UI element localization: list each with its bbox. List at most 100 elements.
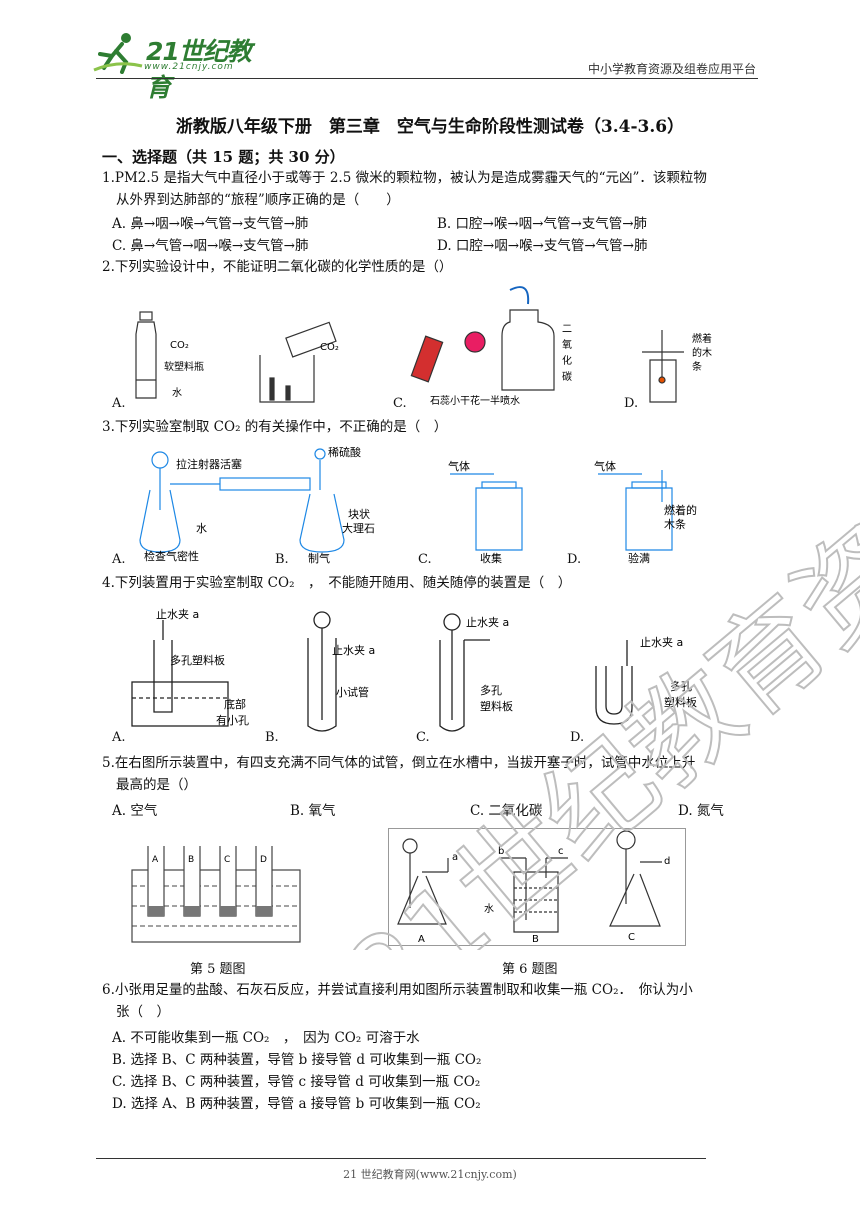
- q5-option-b[interactable]: B. 氧气: [290, 803, 336, 819]
- q3-fig-d-label-0: 气体: [594, 459, 616, 473]
- q3-fig-a-label-0: 拉注射器活塞: [176, 457, 242, 471]
- q3-fig-b-label-0: 稀硫酸: [328, 445, 361, 459]
- q1-option-b[interactable]: B. 口腔→喉→咽→气管→支气管→肺: [437, 216, 648, 232]
- runner-icon: [93, 33, 143, 74]
- q2-fig-a-label-2: 水: [172, 387, 182, 399]
- q3-option-c[interactable]: C.: [418, 552, 432, 567]
- q2-option-c[interactable]: C.: [393, 396, 407, 411]
- fig5-tube-b: B: [188, 855, 194, 865]
- q4-fig-a-label-1: 多孔塑料板: [170, 653, 225, 667]
- q6-option-b[interactable]: B. 选择 B、C 两种装置，导管 b 接导管 d 可收集到一瓶 CO₂: [112, 1052, 482, 1068]
- q4-fig-a-label-3: 有小孔: [216, 713, 249, 727]
- q6-option-d[interactable]: D. 选择 A、B 两种装置，导管 a 接导管 b 可收集到一瓶 CO₂: [112, 1096, 481, 1112]
- q2-fig-d: [642, 330, 684, 403]
- footer-divider: [96, 1158, 706, 1159]
- q2-fig-c-label-2: 化: [562, 354, 572, 367]
- q5-stem-cont: 最高的是（）: [116, 777, 197, 793]
- q2-option-a[interactable]: A.: [112, 396, 126, 411]
- q2-fig-b-label: CO₂: [320, 342, 339, 353]
- q2-fig-a-label-1: 软塑料瓶: [164, 360, 204, 373]
- fig6-label-water: 水: [484, 903, 494, 915]
- q4-option-c[interactable]: C.: [416, 730, 430, 745]
- q3-stem: 3.下列实验室制取 CO₂ 的有关操作中，不正确的是（ ）: [102, 419, 448, 435]
- fig5-caption: 第 5 题图: [190, 962, 246, 977]
- site-logo: 21世纪教育 www.21cnjy.com: [92, 32, 257, 102]
- q2-fig-d-label-0: 燃着: [692, 332, 712, 345]
- footer-text: 21 世纪教育网(www.21cnjy.com): [343, 1168, 517, 1181]
- q4-fig-a-label-2: 底部: [224, 697, 246, 711]
- q5-option-c[interactable]: C. 二氧化碳: [470, 803, 543, 819]
- header-platform-text: 中小学教育资源及组卷应用平台: [587, 62, 756, 76]
- q3-fig-b-label-3: 制气: [308, 551, 330, 565]
- q4-figures: 止水夹 a 多孔塑料板 底部 有小孔 止水夹 a 小试管 止水夹 a 多孔 塑料…: [131, 608, 697, 732]
- q3-fig-c-label-1: 收集: [480, 551, 502, 565]
- q2-fig-c-caption: 石蕊小干花一半喷水: [430, 394, 520, 407]
- logo-url: www.21cnjy.com: [144, 62, 234, 72]
- q2-fig-c-label-0: 二: [562, 324, 572, 335]
- fig6-label-b: b: [498, 846, 504, 857]
- fig6-label-B: B: [532, 934, 539, 945]
- q2-figures: CO₂ 软塑料瓶 水 CO₂ 二 氧 化 碳 石蕊小干花一半喷水 燃着 的木 条: [135, 286, 712, 407]
- q4-fig-b-label-1: 小试管: [336, 685, 369, 699]
- q1-option-c[interactable]: C. 鼻→气管→咽→喉→支气管→肺: [112, 238, 309, 254]
- fig6-label-a: a: [452, 852, 458, 863]
- q3-fig-b-label-2: 大理石: [342, 521, 375, 535]
- q3-fig-c-label-0: 气体: [448, 459, 470, 473]
- q4-option-a[interactable]: A.: [112, 730, 126, 745]
- q2-option-d[interactable]: D.: [624, 396, 639, 411]
- q4-fig-c: [439, 613, 490, 732]
- q4-fig-b: [307, 611, 337, 732]
- q4-fig-c-label-1: 多孔: [480, 683, 502, 697]
- q4-option-d[interactable]: D.: [570, 730, 585, 745]
- q2-fig-d-label-1: 的木: [692, 346, 712, 359]
- q6-stem-cont: 张（ ）: [116, 1004, 170, 1020]
- fig6-label-A: A: [418, 934, 425, 945]
- q1-stem-cont: 从外界到达肺部的“旅程”顺序正确的是（ ）: [116, 192, 400, 208]
- q2-fig-c-label-1: 氧: [562, 338, 572, 351]
- q2-stem: 2.下列实验设计中，不能证明二氧化碳的化学性质的是（）: [102, 259, 453, 275]
- q3-option-b[interactable]: B.: [275, 552, 289, 567]
- logo-text: 21世纪教育: [146, 37, 252, 102]
- q6-option-c[interactable]: C. 选择 B、C 两种装置，导管 c 接导管 d 可收集到一瓶 CO₂: [112, 1074, 481, 1090]
- q2-fig-a-label-0: CO₂: [170, 340, 189, 351]
- q3-option-d[interactable]: D.: [567, 552, 582, 567]
- q3-fig-d-label-3: 验满: [628, 551, 650, 565]
- q3-fig-a-label-2: 检查气密性: [144, 549, 199, 563]
- fig6-label-c: c: [558, 846, 564, 857]
- q3-fig-d-label-2: 木条: [664, 517, 686, 531]
- fig6-label-C: C: [628, 932, 635, 943]
- q1-option-a[interactable]: A. 鼻→咽→喉→气管→支气管→肺: [112, 216, 309, 232]
- q3-fig-b: [299, 448, 345, 553]
- q4-fig-a-label-0: 止水夹 a: [156, 608, 199, 621]
- q5-option-a[interactable]: A. 空气: [112, 803, 158, 819]
- q4-fig-c-label-2: 塑料板: [480, 699, 513, 713]
- q6-option-a[interactable]: A. 不可能收集到一瓶 CO₂ ， 因为 CO₂ 可溶于水: [112, 1030, 420, 1046]
- q1-option-d[interactable]: D. 口腔→咽→喉→支气管→气管→肺: [437, 238, 648, 254]
- q3-figures: 拉注射器活塞 水 检查气密性 稀硫酸 块状 大理石 制气 气体 收集 气体 燃着…: [139, 445, 697, 565]
- q3-option-a[interactable]: A.: [112, 552, 126, 567]
- header-divider: [96, 78, 758, 79]
- q4-stem: 4.下列装置用于实验室制取 CO₂ ， 不能随开随用、随关随停的装置是（ ）: [102, 575, 572, 591]
- fig5-tube-a: A: [152, 855, 159, 865]
- q4-fig-d: [595, 640, 633, 725]
- q3-fig-d: [598, 470, 673, 551]
- section-heading: 一、选择题（共 15 题；共 30 分）: [102, 148, 345, 166]
- q2-fig-c-label-3: 碳: [562, 370, 572, 383]
- q3-fig-a-label-1: 水: [196, 522, 207, 535]
- fig6-caption: 第 6 题图: [502, 962, 558, 977]
- q1-stem: 1.PM2.5 是指大气中直径小于或等于 2.5 微米的颗粒物，被认为是造成雾霾…: [102, 170, 707, 186]
- fig5-trough: A B C D: [131, 846, 301, 943]
- q4-fig-d-label-0: 止水夹 a: [640, 636, 683, 649]
- q6-stem: 6.小张用足量的盐酸、石灰石反应，并尝试直接利用如图所示装置制取和收集一瓶 CO…: [102, 982, 693, 998]
- q3-fig-d-label-1: 燃着的: [664, 503, 697, 517]
- q4-fig-c-label-0: 止水夹 a: [466, 616, 509, 629]
- q2-fig-c: [410, 286, 555, 391]
- q4-fig-d-label-1: 多孔: [670, 679, 692, 693]
- q4-option-b[interactable]: B.: [265, 730, 279, 745]
- q5-stem: 5.在右图所示装置中，有四支充满不同气体的试管，倒立在水槽中，当拔开塞子时，试管…: [102, 755, 696, 771]
- q2-fig-a-bottle: [135, 311, 157, 399]
- q3-fig-c: [450, 473, 523, 551]
- q5-option-d[interactable]: D. 氮气: [678, 803, 724, 819]
- fig5-tube-d: D: [260, 855, 267, 865]
- q4-fig-b-label-0: 止水夹 a: [332, 644, 375, 657]
